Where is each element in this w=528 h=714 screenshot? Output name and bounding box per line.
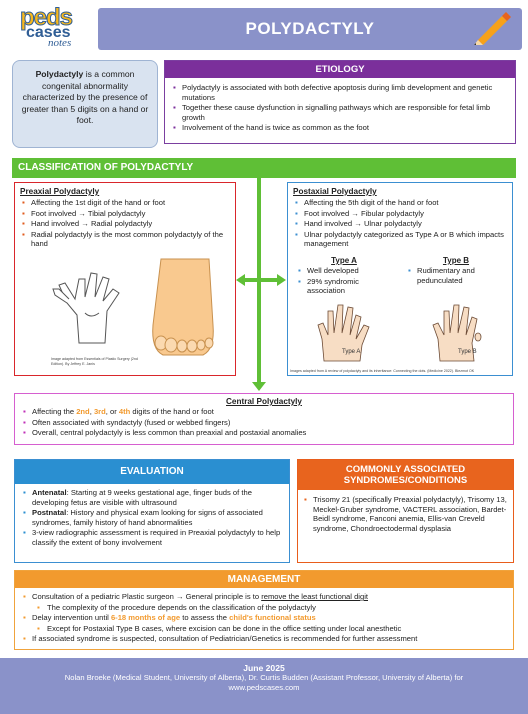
preaxial-item: Hand involved → Radial polydactyly (20, 219, 230, 229)
type-a-hand-illustration: Type A (317, 304, 370, 362)
preaxial-image-caption: Image adapted from Essentials of Plastic… (51, 357, 138, 366)
arrow-down-icon (252, 382, 266, 391)
central-item: Affecting the 2nd, 3rd, or 4th digits of… (21, 407, 507, 417)
management-item: Consultation of a pediatric Plastic surg… (21, 592, 507, 602)
management-status: child's functional status (229, 613, 316, 623)
type-a-item: 29% syndromic association (296, 277, 392, 296)
type-b-column: Type B Rudimentary and pedunculated (406, 256, 506, 286)
page-title: POLYDACTYLY (245, 19, 375, 38)
associated-item: Trisomy 21 (specifically Preaxial polyda… (302, 495, 507, 533)
central-item: Often associated with syndactyly (fused … (21, 418, 507, 428)
definition-box: Polydactyly is a common congenital abnor… (12, 60, 158, 148)
central-item-post: digits of the hand or foot (130, 407, 214, 416)
classification-header-bar: CLASSIFICATION OF POLYDACTYLY (12, 158, 516, 178)
evaluation-label: Antenatal (32, 488, 67, 497)
management-text: Delay intervention until (32, 613, 111, 623)
postaxial-title: Postaxial Polydactyly (293, 187, 377, 196)
pencil-icon (474, 12, 511, 45)
logo-cases: cases (26, 24, 71, 41)
etiology-item: Involvement of the hand is twice as comm… (171, 123, 507, 133)
classification-header: CLASSIFICATION OF POLYDACTYLY (18, 162, 194, 173)
central-title: Central Polydactyly (226, 397, 302, 406)
arrow-right-icon (277, 274, 286, 286)
evaluation-item: Postnatal: History and physical exam loo… (21, 508, 283, 527)
evaluation-section: EVALUATION Antenatal: Starting at 9 week… (14, 459, 290, 563)
postaxial-image-caption: Images adapted from A review of polydact… (290, 369, 475, 373)
digit-2: 2nd (76, 407, 90, 416)
flow-horizontal-line (244, 278, 278, 282)
type-b-hand-illustration: Type B (432, 304, 482, 362)
etiology-header: ETIOLOGY (165, 61, 515, 78)
evaluation-label: Postnatal (32, 508, 67, 518)
evaluation-item: 3-view radiographic assessment is requir… (21, 528, 283, 547)
postaxial-box: Postaxial Polydactyly Affecting the 5th … (287, 182, 513, 376)
definition-text: is a common congenital abnormality chara… (21, 69, 149, 125)
management-text: to assess the (180, 613, 230, 623)
digit-4: 4th (118, 407, 131, 416)
preaxial-title: Preaxial Polydactyly (20, 187, 100, 196)
type-a-label: Type A (342, 349, 360, 355)
logo-peds: peds (19, 4, 73, 32)
preaxial-item: Radial polydactyly is the most common po… (20, 230, 230, 249)
management-underlined: remove the least functional digit (261, 592, 368, 601)
central-item: Overall, central polydactyly is less com… (21, 428, 507, 438)
central-item-pre: Affecting the (32, 407, 77, 416)
footer: June 2025 Nolan Broeke (Medical Student,… (0, 658, 528, 714)
evaluation-text: : History and physical exam looking for … (32, 508, 263, 527)
management-age: 6-18 months of age (110, 613, 181, 623)
management-section: MANAGEMENT Consultation of a pediatric P… (14, 570, 514, 650)
evaluation-item: Antenatal: Starting at 9 weeks gestation… (21, 488, 283, 507)
postaxial-item: Hand involved → Ulnar polydactyly (293, 219, 507, 229)
logo-notes: notes (48, 37, 72, 49)
evaluation-text: : Starting at 9 weeks gestational age, f… (32, 488, 252, 507)
preaxial-hand-illustration (52, 272, 120, 344)
etiology-item: Together these cause dysfunction in sign… (171, 103, 507, 122)
management-item: Delay intervention until 6-18 months of … (21, 613, 507, 623)
arrow-left-icon (236, 274, 245, 286)
preaxial-item: Affecting the 1st digit of the hand or f… (20, 198, 230, 208)
management-subitem: The complexity of the procedure depends … (21, 603, 507, 613)
preaxial-item: Foot involved → Tibial polydactyly (20, 209, 230, 219)
footer-date: June 2025 (243, 663, 285, 673)
preaxial-foot-illustration (152, 258, 214, 356)
management-item: If associated syndrome is suspected, con… (21, 634, 507, 644)
type-a-column: Type A Well developed 29% syndromic asso… (296, 256, 392, 297)
type-b-item: Rudimentary and pedunculated (406, 266, 506, 285)
type-b-label: Type B (458, 349, 477, 355)
management-subitem: Except for Postaxial Type B cases, where… (21, 624, 507, 634)
etiology-section: ETIOLOGY Polydactyly is associated with … (164, 60, 516, 144)
etiology-item: Polydactyly is associated with both defe… (171, 83, 507, 102)
preaxial-box: Preaxial Polydactyly Affecting the 1st d… (14, 182, 236, 376)
type-a-title: Type A (331, 256, 357, 265)
associated-header: COMMONLY ASSOCIATED SYNDROMES/CONDITIONS (298, 460, 513, 490)
associated-syndromes-section: COMMONLY ASSOCIATED SYNDROMES/CONDITIONS… (297, 459, 514, 563)
footer-authors: Nolan Broeke (Medical Student, Universit… (64, 673, 464, 692)
definition-term: Polydactyly (35, 69, 84, 79)
type-b-title: Type B (442, 256, 470, 265)
postaxial-item: Affecting the 5th digit of the hand or f… (293, 198, 507, 208)
title-bar: POLYDACTYLY (98, 8, 522, 50)
postaxial-item: Foot involved → Fibular polydactyly (293, 209, 507, 219)
postaxial-item: Ulnar polydactyly categorized as Type A … (293, 230, 507, 249)
type-a-item: Well developed (296, 266, 392, 276)
central-box: Central Polydactyly Affecting the 2nd, 3… (14, 393, 514, 445)
digit-3: 3rd (93, 407, 106, 416)
pedscases-logo: peds cases notes (4, 4, 86, 50)
management-text: Consultation of a pediatric Plastic surg… (32, 592, 262, 601)
evaluation-header: EVALUATION (15, 460, 289, 484)
management-header: MANAGEMENT (15, 571, 513, 588)
